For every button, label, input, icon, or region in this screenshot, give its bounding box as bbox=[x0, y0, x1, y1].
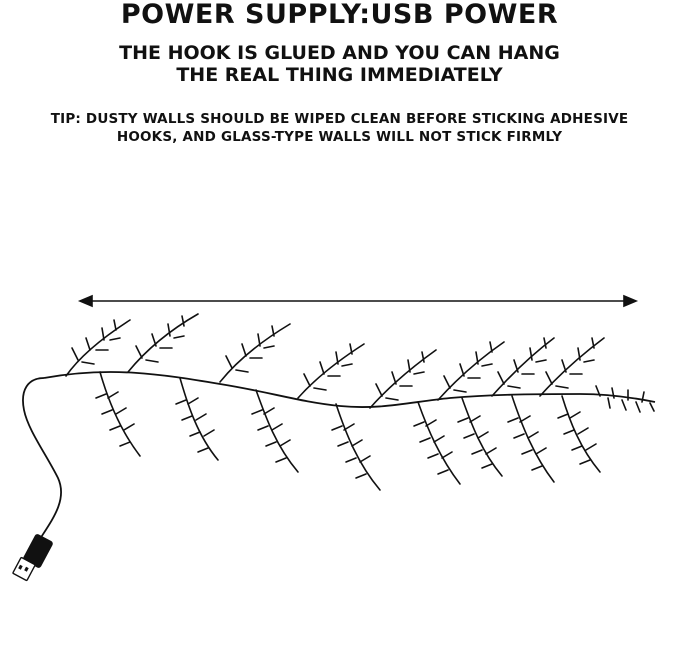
subtitle-line-2: THE REAL THING IMMEDIATELY bbox=[176, 64, 503, 86]
branch-down-4 bbox=[331, 403, 381, 491]
subtitle-line-1: THE HOOK IS GLUED AND YOU CAN HANG bbox=[119, 42, 560, 64]
tip-line-2: HOOKS, AND GLASS-TYPE WALLS WILL NOT STI… bbox=[116, 129, 563, 145]
branch-down-1 bbox=[95, 371, 141, 457]
branch-up-1 bbox=[65, 319, 131, 377]
subtitle: THE HOOK IS GLUED AND YOU CAN HANG THE R… bbox=[0, 42, 679, 86]
branch-up-5 bbox=[369, 349, 437, 409]
tip-text: TIP: DUSTY WALLS SHOULD BE WIPED CLEAN B… bbox=[0, 110, 679, 146]
branch-up-7 bbox=[491, 337, 555, 397]
branch-up-3 bbox=[219, 323, 291, 383]
branch-up-4 bbox=[297, 343, 365, 399]
length-arrow-icon bbox=[77, 294, 639, 308]
vine-branch-icon bbox=[65, 313, 655, 491]
page-title: POWER SUPPLY:USB POWER bbox=[120, 0, 559, 30]
branch-down-5 bbox=[413, 401, 461, 485]
branch-down-8 bbox=[557, 395, 601, 473]
branch-down-7 bbox=[507, 395, 555, 483]
branch-up-2 bbox=[127, 313, 199, 373]
usb-cable bbox=[22, 377, 63, 543]
branch-up-8 bbox=[539, 337, 605, 397]
branch-up-6 bbox=[437, 341, 505, 401]
branch-down-2 bbox=[175, 377, 219, 461]
branch-tip bbox=[595, 385, 655, 413]
usb-plug-icon bbox=[12, 534, 53, 582]
branch-down-3 bbox=[251, 389, 299, 473]
tip-line-1: TIP: DUSTY WALLS SHOULD BE WIPED CLEAN B… bbox=[50, 111, 629, 127]
branch-down-6 bbox=[457, 397, 503, 477]
